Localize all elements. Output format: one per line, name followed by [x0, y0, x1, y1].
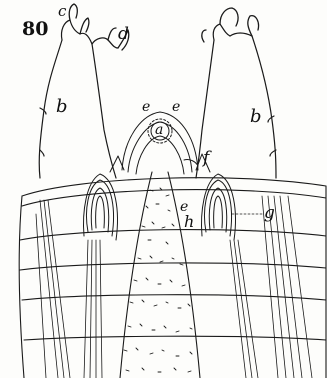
label-e-right: e: [172, 100, 180, 114]
left-coiled-organ: [84, 174, 118, 240]
lateral-spines: [110, 154, 210, 172]
figure-number: 80: [22, 20, 48, 39]
label-g: g: [264, 205, 275, 222]
left-hook: [69, 4, 89, 34]
label-f: f: [203, 150, 209, 167]
label-b-right: b: [250, 108, 262, 126]
right-muscle-bands: [230, 196, 312, 378]
body-segments: [19, 178, 326, 378]
right-hook: [202, 8, 259, 42]
label-h: h: [184, 214, 194, 230]
label-a: a: [155, 123, 163, 137]
gut-granules: [124, 188, 192, 372]
label-c: c: [58, 4, 66, 19]
left-appendage: [39, 20, 116, 178]
label-b-left: b: [56, 98, 68, 116]
label-d: d: [118, 26, 129, 43]
label-e-left: e: [142, 100, 150, 114]
